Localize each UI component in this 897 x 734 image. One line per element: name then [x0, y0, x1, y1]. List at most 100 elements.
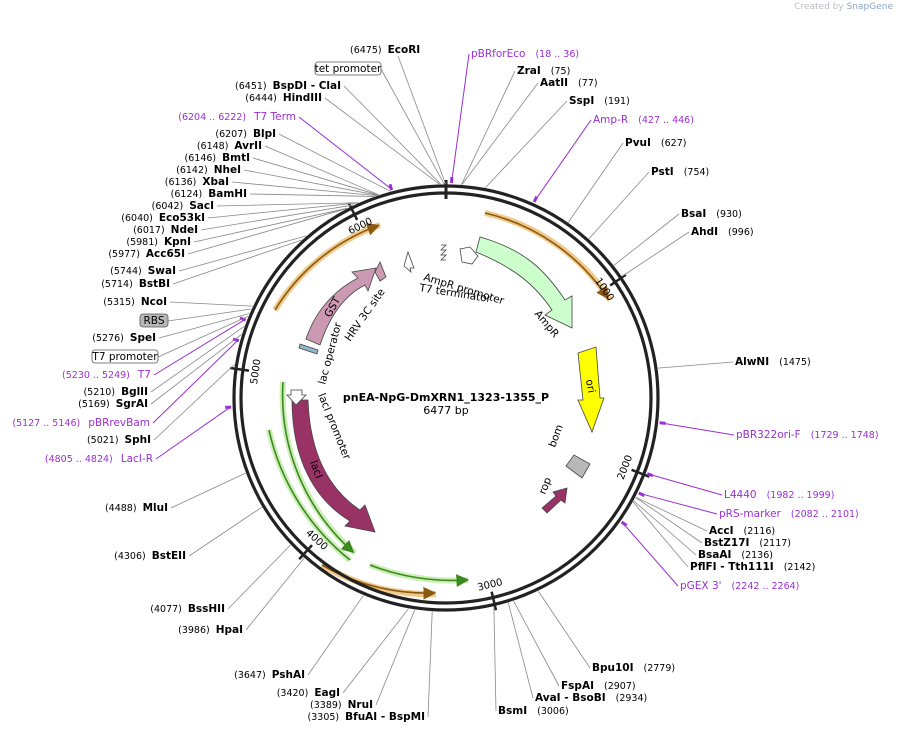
primer-t7-term: (6204 .. 6222)T7 Term — [178, 111, 296, 123]
svg-text:(6040)Eco53kI: (6040)Eco53kI — [121, 212, 205, 224]
site-position: (75) — [551, 66, 571, 77]
site-name: BsaI — [681, 208, 706, 220]
leader-line — [153, 319, 245, 376]
primer-range: (1729 .. 1748) — [811, 430, 879, 441]
leader-line — [153, 363, 235, 441]
site-name: AvaI - BsoBI — [535, 692, 606, 704]
site-position: (3647) — [234, 670, 266, 681]
feature-hrv-3c-site — [374, 261, 387, 282]
leader-line — [155, 406, 231, 460]
leader-line — [633, 500, 697, 556]
leader-line — [264, 145, 380, 196]
site-position: (3305) — [308, 712, 340, 723]
tick-mark — [631, 468, 650, 478]
site-hindiii: (6444)HindIII — [245, 92, 322, 104]
primer-name: LacI-R — [121, 453, 153, 465]
leader-line — [207, 202, 359, 219]
site-name: AatII — [540, 77, 568, 89]
site-position: (5981) — [126, 237, 158, 248]
site-swai: (5744)SwaI — [110, 265, 176, 277]
svg-text:(6148)AvrII: (6148)AvrII — [197, 140, 262, 152]
leader-line — [227, 544, 291, 610]
feature-gst — [305, 267, 377, 346]
primer-prs-marker: pRS-marker(2082 .. 2101) — [719, 508, 859, 520]
svg-text:ZraI(75): ZraI(75) — [517, 65, 570, 77]
site-sspi: SspI(191) — [569, 95, 630, 107]
svg-text:(4805 .. 4824)LacI-R: (4805 .. 4824)LacI-R — [45, 453, 153, 465]
svg-text:L4440(1982 .. 1999): L4440(1982 .. 1999) — [724, 489, 834, 501]
site-bsai: BsaI(930) — [681, 208, 742, 220]
site-position: (627) — [661, 138, 687, 149]
site-name: MluI — [143, 502, 168, 514]
leader-line — [513, 600, 560, 687]
leader-line — [461, 82, 539, 185]
site-acci: AccI(2116) — [709, 525, 775, 537]
leader-line — [150, 325, 245, 393]
leader-line — [307, 595, 364, 676]
feature-ampr-promoter — [459, 246, 479, 265]
site-position: (191) — [604, 96, 630, 107]
site-position: (77) — [578, 78, 598, 89]
primer-range: (427 .. 446) — [638, 115, 694, 126]
site-pflfi-tth111i: PflFI - Tth111I(2142) — [690, 561, 815, 573]
site-aatii: AatII (77) — [540, 77, 598, 89]
leader-line — [278, 133, 391, 192]
site-position: (4488) — [105, 503, 137, 514]
tick-mark — [490, 591, 498, 611]
site-bpu10i: Bpu10I(2779) — [592, 662, 675, 674]
primer-range: (2082 .. 2101) — [791, 509, 859, 520]
feature-ori — [577, 346, 605, 434]
site-name: PvuI — [625, 137, 651, 149]
svg-text:pRS-marker(2082 .. 2101): pRS-marker(2082 .. 2101) — [719, 508, 859, 520]
site-sgrai: (5169)SgrAI — [78, 398, 148, 410]
svg-text:AccI(2116): AccI(2116) — [709, 525, 775, 537]
svg-text:(6204 .. 6222)T7 Term: (6204 .. 6222)T7 Term — [178, 111, 296, 123]
primer-range: (5230 .. 5249) — [62, 370, 130, 381]
plasmid-name: pnEA-NpG-DmXRN1_1323-1355_P — [343, 391, 549, 404]
leader-line — [249, 193, 375, 197]
site-name: BstZ17I — [704, 537, 749, 549]
leader-line — [252, 157, 379, 196]
snapgene-logo: SnapGene — [846, 2, 893, 12]
primer-pgex-3: pGEX 3'(2242 .. 2264) — [680, 580, 799, 592]
svg-text:BsaI(930): BsaI(930) — [681, 208, 742, 220]
site-position: (5315) — [103, 297, 135, 308]
site-position: (3420) — [277, 688, 309, 699]
leader-line — [343, 85, 441, 185]
snapgene-credit: Created by SnapGene — [794, 2, 893, 12]
leader-line — [375, 609, 416, 706]
primer-range: (18 .. 36) — [535, 49, 579, 60]
site-bsmi: BsmI(3006) — [498, 705, 569, 717]
site-xbai: (6136)XbaI — [165, 176, 229, 188]
primer-pbr322ori-f: pBR322ori-F(1729 .. 1748) — [736, 429, 879, 441]
feature-terminator-hairpin — [440, 244, 447, 261]
svg-text:(6444)HindIII: (6444)HindIII — [245, 92, 322, 104]
site-name: HpaI — [216, 624, 243, 636]
site-name: AlwNI — [735, 356, 769, 368]
feature-rop — [541, 487, 568, 514]
leader-line — [588, 171, 650, 240]
svg-text:(5981)KpnI: (5981)KpnI — [126, 236, 191, 248]
leader-line — [200, 204, 354, 231]
site-name: NdeI — [171, 224, 198, 236]
leader-line — [169, 301, 253, 307]
site-spei: (5276)SpeI — [92, 332, 156, 344]
feature-lac-operator — [298, 343, 319, 355]
svg-text:pBR322ori-F(1729 .. 1748): pBR322ori-F(1729 .. 1748) — [736, 429, 879, 441]
site-name: EagI — [314, 687, 340, 699]
leader-line — [167, 308, 252, 322]
leader-line — [621, 231, 690, 277]
site-zrai: ZraI(75) — [517, 65, 570, 77]
site-position: (4306) — [114, 551, 146, 562]
leader-line — [172, 239, 302, 285]
primer-range: (1982 .. 1999) — [767, 490, 835, 501]
site-name: BspDI - ClaI — [273, 80, 341, 92]
site-ahdi: AhdI(996) — [691, 226, 754, 238]
site-bstbi: (5714)BstBI — [101, 278, 170, 290]
site-position: (6475) — [350, 45, 382, 56]
labels: (6475)EcoRIZraI(75)AatII(77)SspI(191)Pvu… — [12, 44, 878, 723]
site-position: (6146) — [185, 153, 217, 164]
site-name: PshAI — [272, 669, 305, 681]
label-ori: ori — [583, 378, 597, 394]
primer-range: (6204 .. 6222) — [178, 112, 246, 123]
